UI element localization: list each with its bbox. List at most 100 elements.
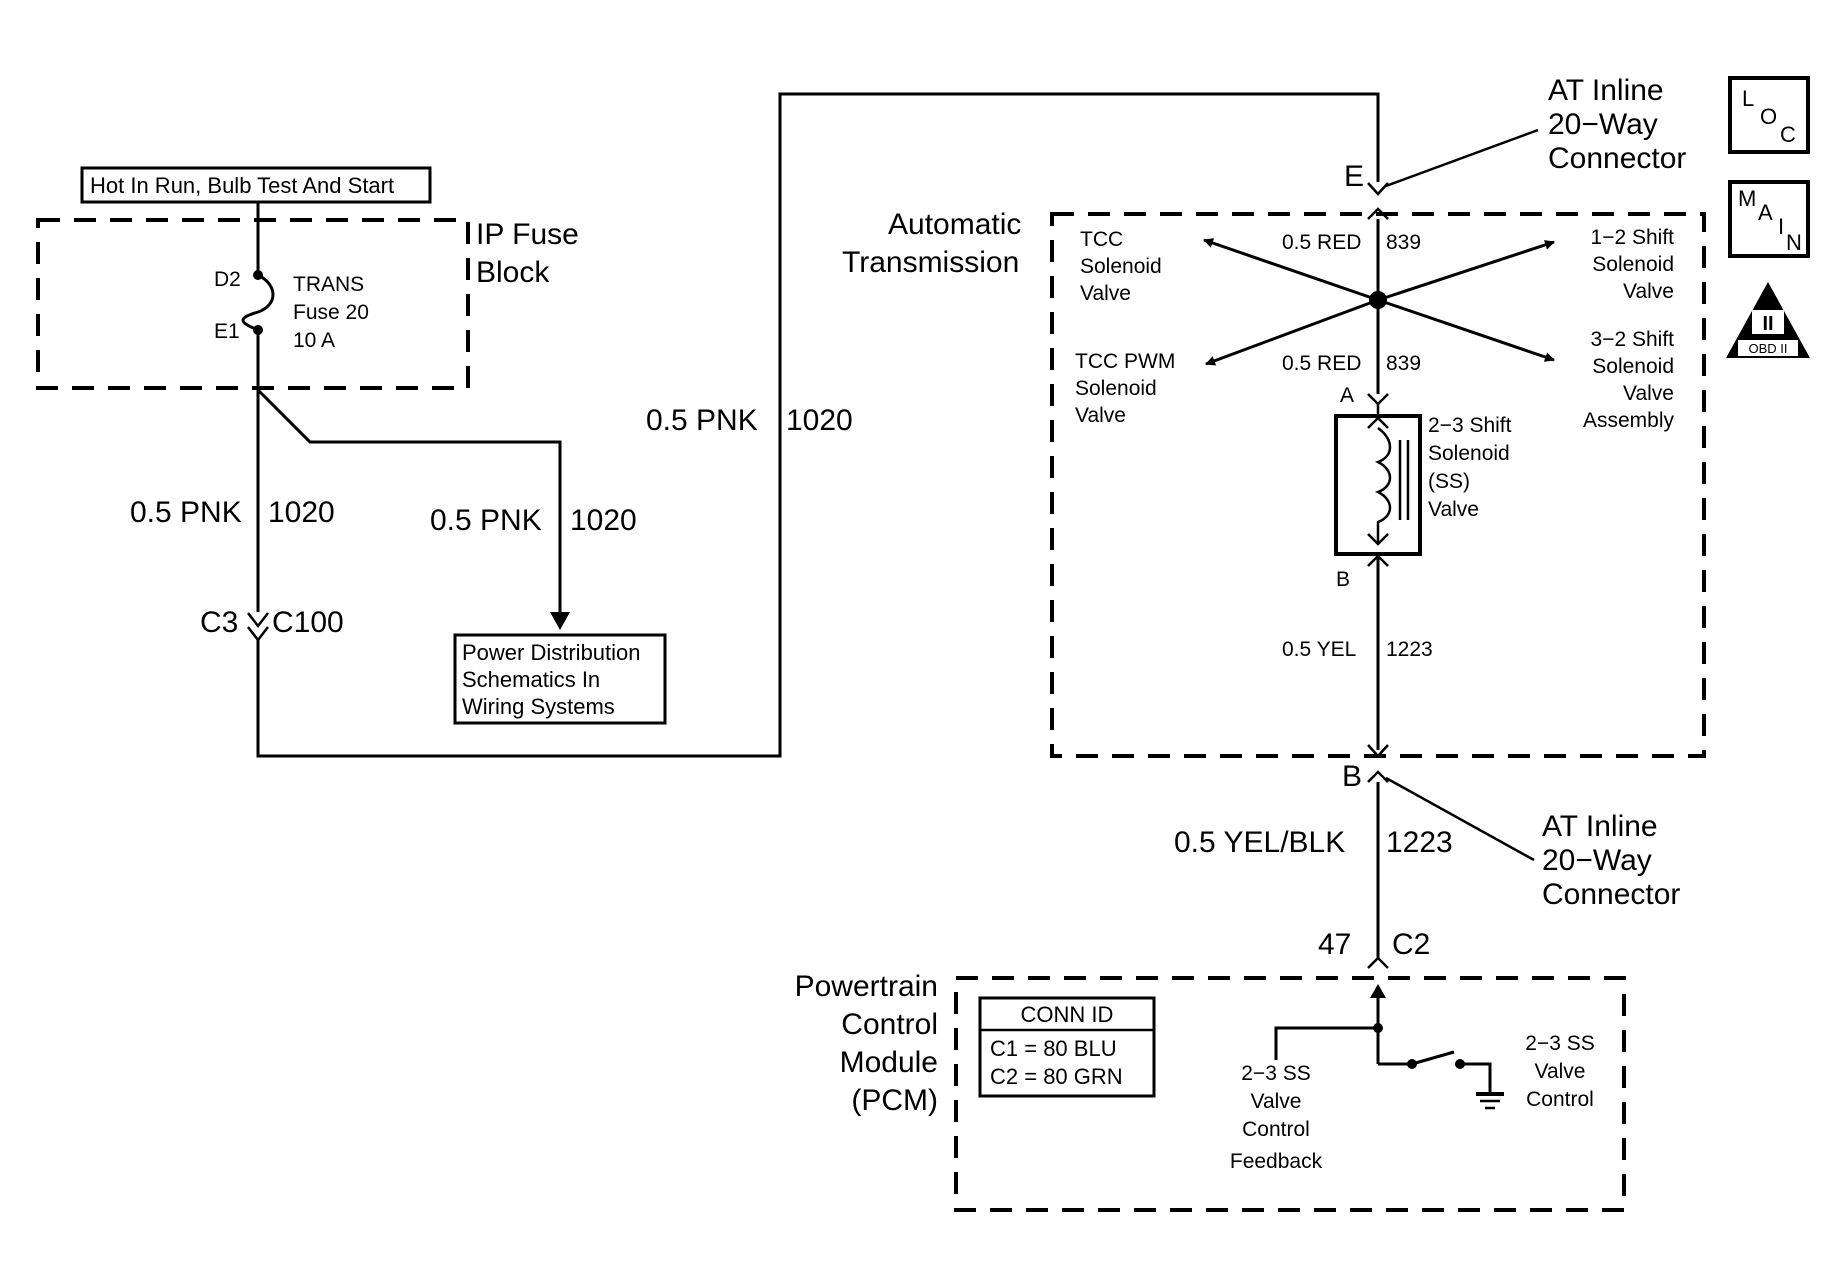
top-connector-leader xyxy=(1385,128,1539,188)
shift12-label-1: 1−2 Shift xyxy=(1591,226,1675,249)
fuse-label-2: Fuse 20 xyxy=(293,301,369,324)
conn-id-c1: C1 = 80 BLU xyxy=(990,1036,1117,1061)
top-inline-connector: E AT Inline 20−Way Connector xyxy=(1344,74,1686,220)
tcc-label-3: Valve xyxy=(1080,282,1131,305)
pcm-outline xyxy=(954,976,1626,1212)
ip-fuse-block-outline xyxy=(36,218,470,390)
ss-pin-a-label: A xyxy=(1340,384,1354,407)
top-pin-label: E xyxy=(1344,160,1364,193)
ground-lead xyxy=(1460,1062,1492,1092)
pcm-pin-label: 47 xyxy=(1318,928,1351,961)
fuse-label-1: TRANS xyxy=(293,273,364,296)
transmission-title-2: Transmission xyxy=(842,246,1019,279)
loc-letter-l: L xyxy=(1742,86,1754,111)
ss-label-2: Solenoid xyxy=(1428,442,1510,465)
c100-right-label: C100 xyxy=(272,606,344,639)
ip-fuse-block: IP Fuse Block Hot In Run, Bulb Test And … xyxy=(36,166,579,390)
pin-d2-label: D2 xyxy=(214,268,241,291)
fuse-element xyxy=(241,273,275,332)
pcm-title-4: (PCM) xyxy=(851,1084,938,1117)
shift12-label-2: Solenoid xyxy=(1592,253,1674,276)
ss-label-1: 2−3 Shift xyxy=(1428,414,1512,437)
power-distribution-2: Schematics In xyxy=(462,667,600,692)
power-distribution-box xyxy=(453,633,667,725)
c100-connector-top xyxy=(247,612,269,629)
ss-internal-bottom xyxy=(1367,533,1389,546)
long-wire-color: 0.5 PNK xyxy=(646,404,758,437)
ss-label-3: (SS) xyxy=(1428,470,1470,493)
loc-letter-o: O xyxy=(1760,104,1777,129)
hot-label: Hot In Run, Bulb Test And Start xyxy=(90,173,394,198)
yel-wire-color: 0.5 YEL xyxy=(1282,638,1356,661)
ss-pin-b-label: B xyxy=(1336,568,1350,591)
pcm-connector-chevron xyxy=(1367,956,1389,969)
obd-label: OBD II xyxy=(1748,341,1787,356)
switch-blade xyxy=(1411,1050,1455,1066)
left-wire-circuit: 1020 xyxy=(268,496,335,529)
top-connector-v xyxy=(1367,182,1389,196)
ip-fuse-block-title-2: Block xyxy=(476,256,550,289)
bottom-connector-v xyxy=(1367,744,1389,758)
main-icon-frame xyxy=(1728,180,1810,258)
pcm-input-arrow xyxy=(1370,984,1386,998)
red-bottom-circuit: 839 xyxy=(1386,352,1421,375)
branch-wire-color: 0.5 PNK xyxy=(430,504,542,537)
pcm-conn-label: C2 xyxy=(1392,928,1430,961)
arrow-tcc-pwm xyxy=(1205,298,1379,366)
feedback-label-1: 2−3 SS xyxy=(1241,1062,1310,1085)
bottom-connector-chevron xyxy=(1367,770,1389,783)
hot-label-box xyxy=(80,166,432,204)
bottom-inline-connector: B AT Inline 20−Way Connector 0.5 YEL/BLK… xyxy=(1174,744,1680,969)
pcm-title-1: Powertrain xyxy=(795,970,938,1003)
top-inline-1: AT Inline xyxy=(1548,74,1664,107)
transmission-title-1: Automatic xyxy=(888,208,1021,241)
yelblk-wire-circuit: 1223 xyxy=(1386,826,1453,859)
main-letter-m: M xyxy=(1738,186,1756,211)
main-letter-a: A xyxy=(1758,200,1773,225)
conn-id-box xyxy=(978,996,1156,1098)
pin-e1-label: E1 xyxy=(214,320,240,343)
red-top-circuit: 839 xyxy=(1386,231,1421,254)
bottom-pin-label: B xyxy=(1342,760,1362,793)
bottom-connector-leader xyxy=(1385,776,1535,862)
branch-pnk-wire xyxy=(256,388,562,612)
tcc-label-2: Solenoid xyxy=(1080,255,1162,278)
bottom-inline-2: 20−Way xyxy=(1542,844,1652,877)
control-label-1: 2−3 SS xyxy=(1525,1032,1594,1055)
conn-id-header: CONN ID xyxy=(1021,1002,1114,1027)
bottom-inline-1: AT Inline xyxy=(1542,810,1658,843)
long-wire-circuit: 1020 xyxy=(786,404,853,437)
branch-wire-circuit: 1020 xyxy=(570,504,637,537)
control-label-3: Control xyxy=(1526,1088,1594,1111)
yelblk-wire-color: 0.5 YEL/BLK xyxy=(1174,826,1345,859)
automatic-transmission: Automatic Transmission 0.5 RED 839 0.5 R… xyxy=(842,208,1706,758)
fuse-label-3: 10 A xyxy=(293,329,335,352)
long-pnk-wire xyxy=(256,92,1380,758)
shift32-label-1: 3−2 Shift xyxy=(1591,328,1675,351)
ss-coil xyxy=(1374,427,1392,544)
obd-numeral: II xyxy=(1762,313,1773,335)
yel-wire-circuit: 1223 xyxy=(1386,638,1433,661)
red-bottom-color: 0.5 RED xyxy=(1282,352,1361,375)
tccpwm-label-2: Solenoid xyxy=(1075,377,1157,400)
ip-fuse-block-title-1: IP Fuse xyxy=(476,218,579,251)
top-inline-2: 20−Way xyxy=(1548,108,1658,141)
tccpwm-label-3: Valve xyxy=(1075,404,1126,427)
arrow-32-shift xyxy=(1377,298,1555,362)
red-top-color: 0.5 RED xyxy=(1282,231,1361,254)
obd-label-bg xyxy=(1738,340,1798,356)
loc-icon-frame xyxy=(1728,76,1810,154)
ss-internal-top xyxy=(1367,416,1389,429)
power-distribution-3: Wiring Systems xyxy=(462,694,615,719)
shift32-label-3: Valve xyxy=(1623,382,1674,405)
obd-ii-icon: II OBD II xyxy=(1726,282,1810,358)
arrow-tcc xyxy=(1203,238,1379,302)
loc-icon: L O C xyxy=(1728,76,1810,154)
arrow-12-shift xyxy=(1377,240,1555,302)
feedback-label-2: Valve xyxy=(1251,1090,1302,1113)
feedback-wire xyxy=(1274,1026,1378,1060)
feedback-label-4: Feedback xyxy=(1230,1150,1323,1173)
shift32-label-2: Solenoid xyxy=(1592,355,1674,378)
bottom-inline-3: Connector xyxy=(1542,878,1680,911)
